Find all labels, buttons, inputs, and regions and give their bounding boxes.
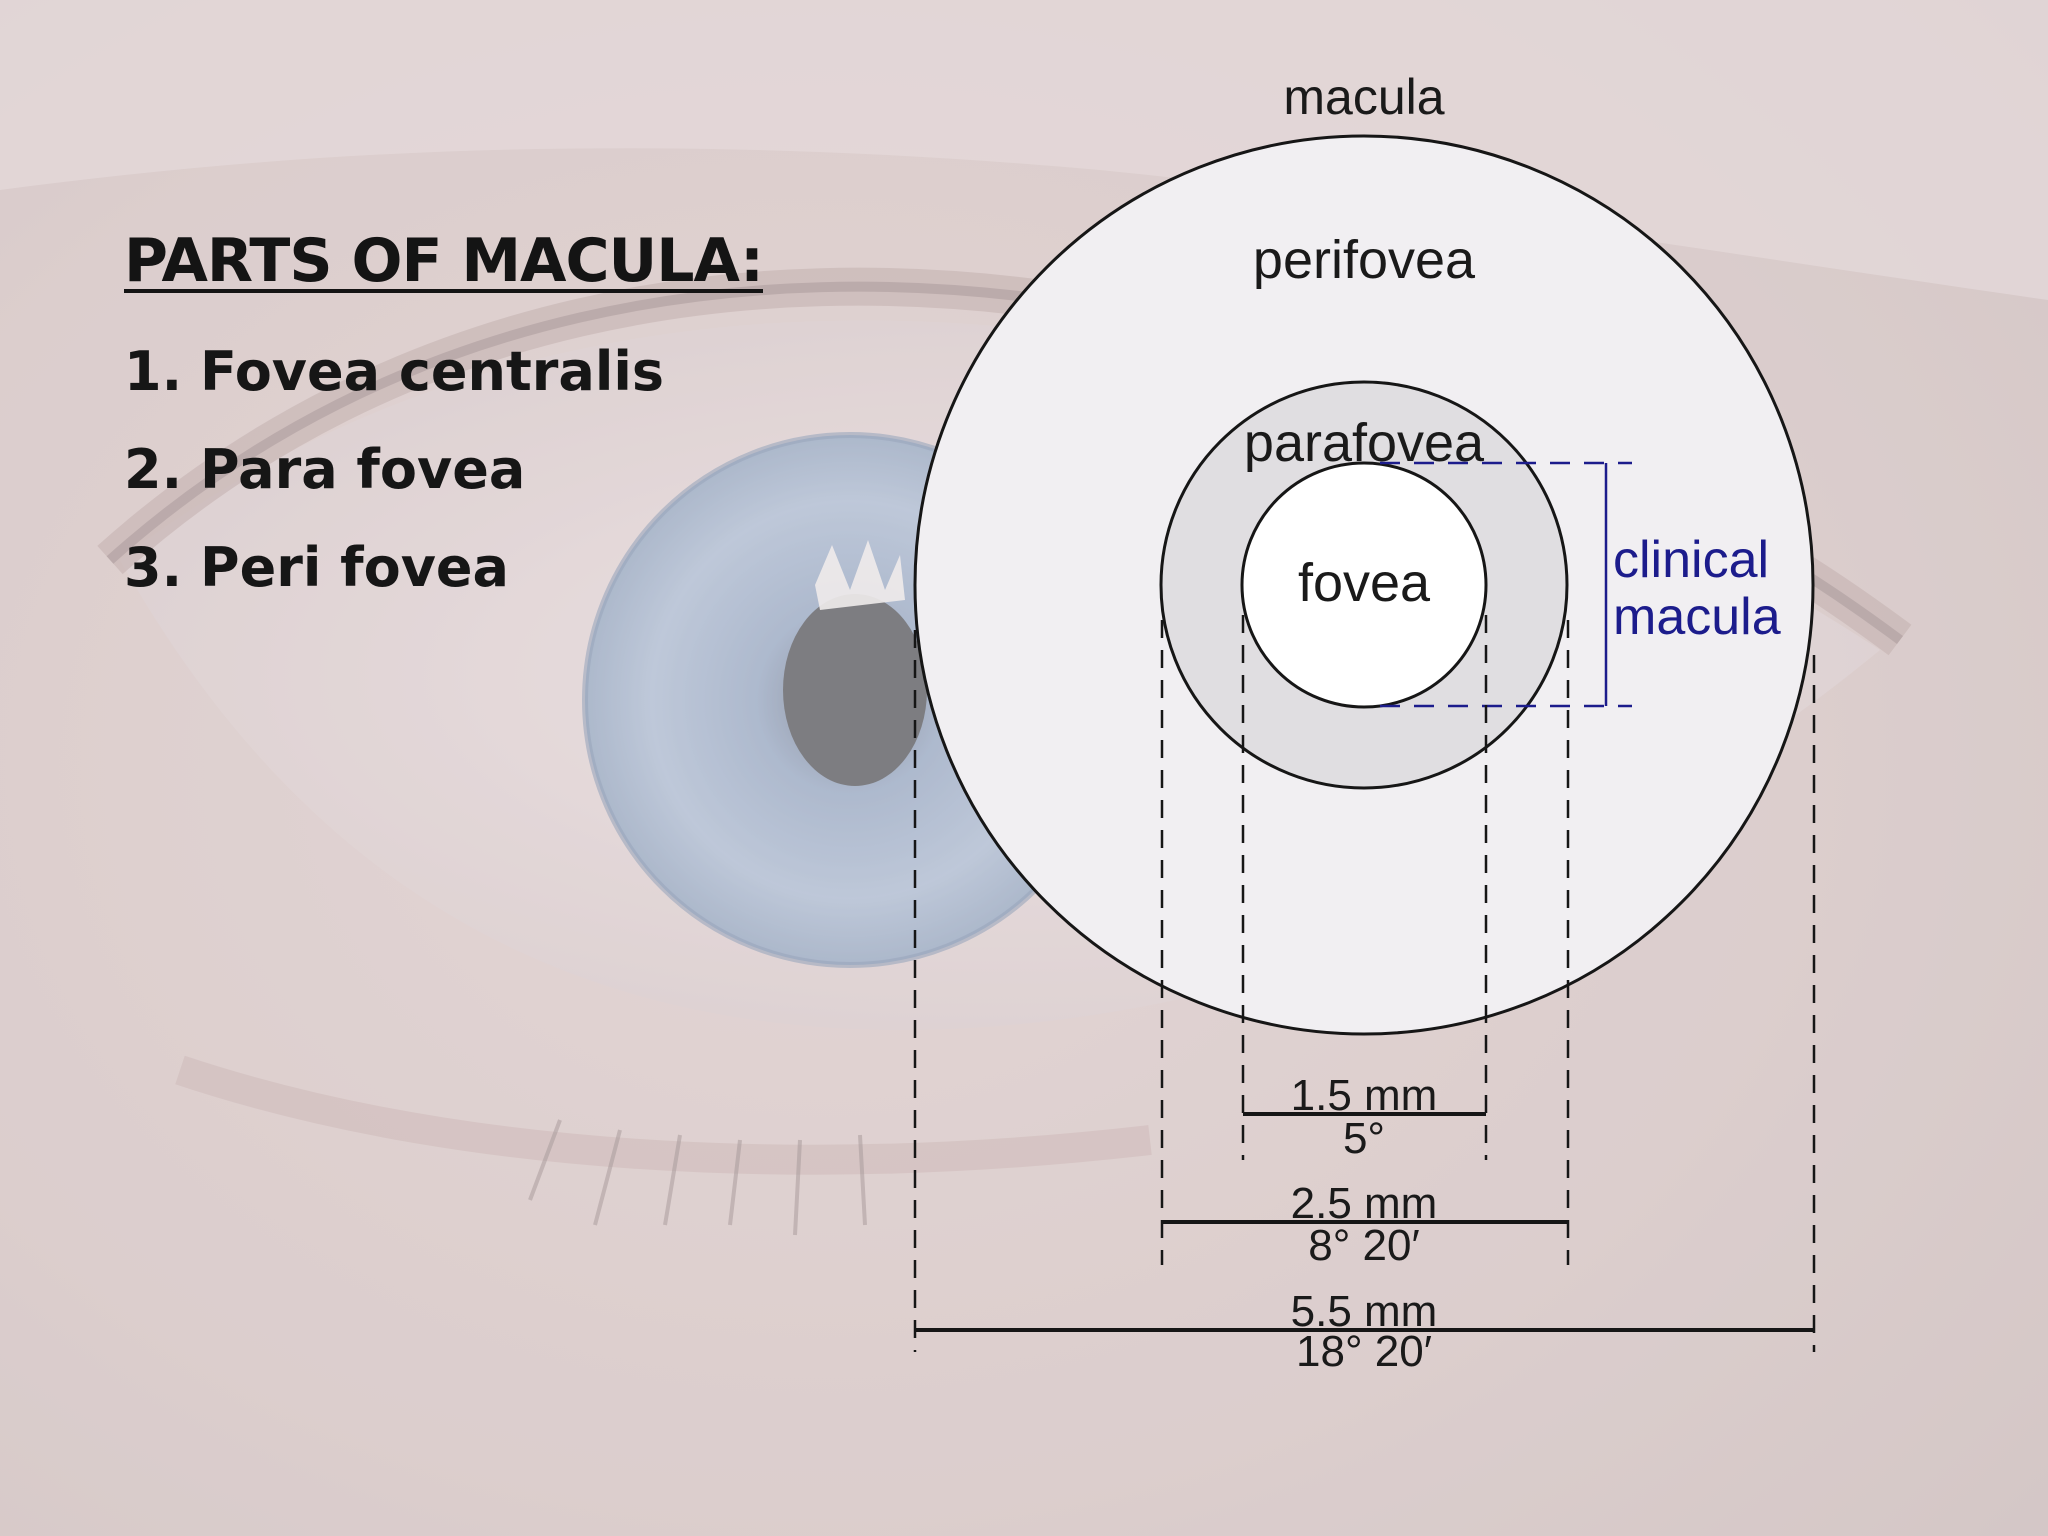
list-item-label: Peri fovea xyxy=(200,536,509,599)
fovea-label: fovea xyxy=(1298,553,1431,613)
macula-parts-list: 1. Fovea centralis 2. Para fovea 3. Peri fo… xyxy=(124,340,664,634)
dimension-size-label: 1.5 mm xyxy=(1291,1071,1438,1120)
dimension-angle-label: 8° 20′ xyxy=(1308,1221,1419,1270)
dimension-size-label: 2.5 mm xyxy=(1291,1179,1438,1228)
dimension-lines xyxy=(915,1112,1814,1332)
list-item: 2. Para fovea xyxy=(124,438,664,536)
clinical-macula-label-line1: clinical xyxy=(1613,531,1769,589)
list-item-label: Para fovea xyxy=(200,438,526,501)
clinical-macula-bracket xyxy=(1380,461,1632,708)
dimension-angle-label: 5° xyxy=(1343,1114,1385,1163)
slide-heading: PARTS OF MACULA: xyxy=(124,226,764,296)
parafovea-label: parafovea xyxy=(1244,413,1485,473)
dimension-size-label: 5.5 mm xyxy=(1291,1287,1438,1336)
list-item-number: 1. xyxy=(124,340,183,403)
macula-label: macula xyxy=(1283,69,1444,125)
list-item-number: 2. xyxy=(124,438,183,501)
measurement-guides xyxy=(913,615,1816,1352)
clinical-macula-label-line2: macula xyxy=(1613,588,1781,646)
dimension-angle-label: 18° 20′ xyxy=(1296,1327,1432,1376)
clinical-macula-label: clinical macula xyxy=(1613,531,1781,646)
fovea-region xyxy=(1240,461,1488,709)
list-item-label: Fovea centralis xyxy=(200,340,664,403)
list-item-number: 3. xyxy=(124,536,183,599)
list-item: 1. Fovea centralis xyxy=(124,340,664,438)
perifovea-label: perifovea xyxy=(1253,230,1476,290)
list-item: 3. Peri fovea xyxy=(124,536,664,634)
